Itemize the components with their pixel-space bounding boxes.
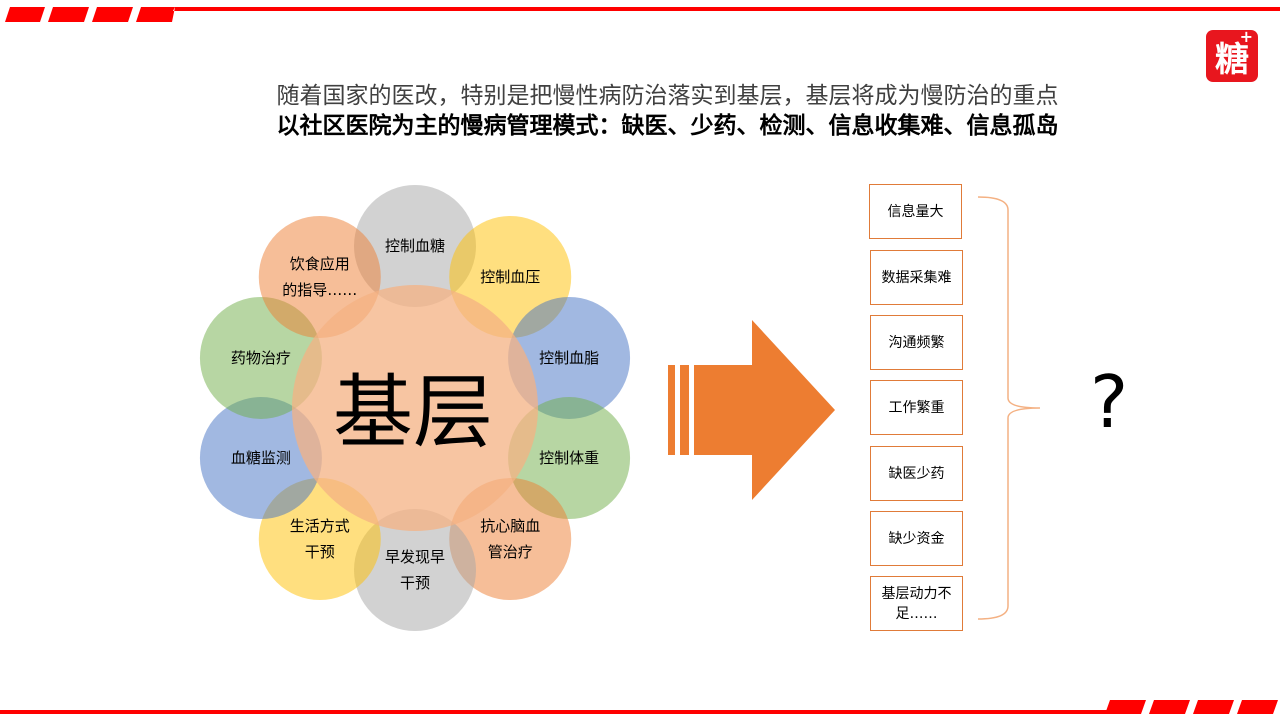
petal-label: 抗心脑血管治疗 [480, 517, 540, 561]
right-brace [977, 196, 1041, 620]
problem-box: 工作繁重 [870, 380, 963, 435]
problem-box: 缺医少药 [870, 446, 963, 501]
petal-label: 早发现早干预 [385, 548, 445, 592]
problem-box: 基层动力不足…… [870, 576, 963, 631]
petal-label: 控制血压 [480, 268, 540, 286]
petal-label-line: 生活方式 [290, 517, 350, 535]
petal-circle [354, 509, 476, 631]
bottom-stripe [0, 700, 1278, 714]
petal-labels: 控制血糖控制血压控制血脂控制体重抗心脑血管治疗早发现早干预生活方式干预血糖监测药… [231, 237, 599, 592]
petal-label: 控制血糖 [385, 237, 445, 255]
top-stripe [5, 7, 1280, 22]
petal-label-line: 控制血压 [480, 268, 540, 286]
center-circle: 基层 [292, 285, 538, 531]
petal-circle [508, 296, 631, 419]
problem-box: 沟通频繁 [870, 315, 963, 370]
petal-label-line: 干预 [305, 543, 335, 561]
petal-label-line: 控制血糖 [385, 237, 445, 255]
petal-label: 饮食应用的指导…… [282, 255, 357, 299]
headline-line-2: 以社区医院为主的慢病管理模式：缺医、少药、检测、信息收集难、信息孤岛 [276, 113, 1059, 139]
petal-label-line: 控制体重 [539, 449, 599, 467]
petal-label-line: 饮食应用 [290, 255, 350, 273]
petal-label-line: 的指导…… [282, 281, 357, 299]
petal-label-line: 控制血脂 [539, 349, 599, 367]
problem-box: 缺少资金 [870, 511, 963, 566]
petal-label-line: 抗心脑血 [480, 517, 540, 535]
problem-box: 数据采集难 [870, 250, 963, 305]
center-label: 基层 [333, 366, 493, 459]
petal-label-line: 早发现早 [385, 548, 445, 566]
headline-line-1: 随着国家的医改，特别是把慢性病防治落实到基层，基层将成为慢防治的重点 [276, 83, 1059, 109]
petal-label-line: 药物治疗 [231, 349, 291, 367]
question-mark: ? [1090, 360, 1129, 444]
logo-text: 糖 [1215, 39, 1249, 80]
petal-label: 控制体重 [539, 449, 599, 467]
petal-label: 控制血脂 [539, 349, 599, 367]
plus-icon: + [1239, 27, 1253, 46]
app-logo: 糖+ [1206, 27, 1258, 82]
right-arrow-icon [668, 320, 835, 500]
petal-label-line: 血糖监测 [231, 449, 291, 467]
petal-label: 生活方式干预 [290, 517, 350, 561]
petal-label-line: 干预 [400, 574, 430, 592]
petal-circle [354, 185, 476, 307]
petal-label-line: 管治疗 [488, 543, 533, 561]
petal-label: 药物治疗 [231, 349, 291, 367]
petal-circles [199, 185, 631, 631]
petal-label: 血糖监测 [231, 449, 291, 467]
problem-box: 信息量大 [869, 184, 962, 239]
petal-circle [199, 397, 322, 520]
